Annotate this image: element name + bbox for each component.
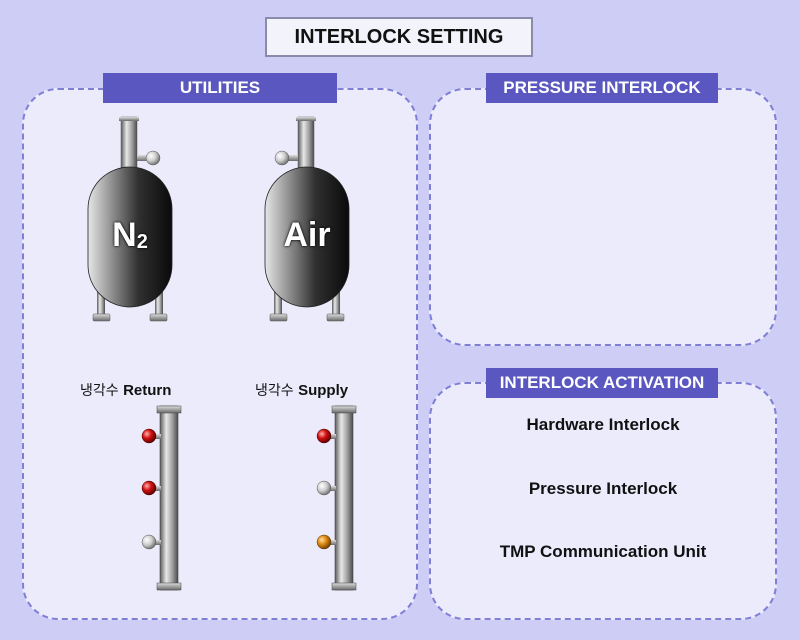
utilities-header: UTILITIES [103, 73, 337, 103]
return-indicator-2 [141, 480, 157, 496]
return-manifold-label: 냉각수 Return [80, 382, 172, 399]
n2-tank-graphic [87, 116, 173, 322]
pressure-interlock-header-text: PRESSURE INTERLOCK [503, 78, 701, 97]
n2-tank[interactable]: N2 [85, 116, 185, 325]
air-tank-graphic [264, 116, 350, 322]
supply-indicator-1 [316, 428, 332, 444]
page-title-text: INTERLOCK SETTING [294, 25, 504, 48]
supply-manifold [316, 405, 357, 591]
n2-tank-label: N2 [112, 216, 148, 254]
supply-manifold-label: 냉각수 Supply [255, 382, 349, 399]
supply-indicator-3 [316, 534, 332, 550]
pressure-interlock-panel [429, 88, 777, 346]
return-manifold [141, 405, 182, 591]
hardware-interlock-item[interactable]: Hardware Interlock [526, 415, 680, 434]
tmp-communication-unit-item[interactable]: TMP Communication Unit [499, 542, 707, 561]
air-tank-label: Air [283, 216, 331, 254]
supply-indicator-2 [316, 480, 332, 496]
return-indicator-3 [141, 534, 157, 550]
air-tank[interactable]: Air [262, 116, 362, 325]
interlock-activation-header-text: INTERLOCK ACTIVATION [499, 373, 705, 392]
pressure-interlock-header: PRESSURE INTERLOCK [486, 73, 718, 103]
utilities-header-text: UTILITIES [179, 78, 261, 97]
interlock-activation-header: INTERLOCK ACTIVATION [486, 368, 718, 398]
return-indicator-1 [141, 428, 157, 444]
interlock-activation-panel [429, 382, 777, 620]
page-title: INTERLOCK SETTING [265, 17, 533, 57]
pressure-interlock-item[interactable]: Pressure Interlock [528, 479, 678, 498]
